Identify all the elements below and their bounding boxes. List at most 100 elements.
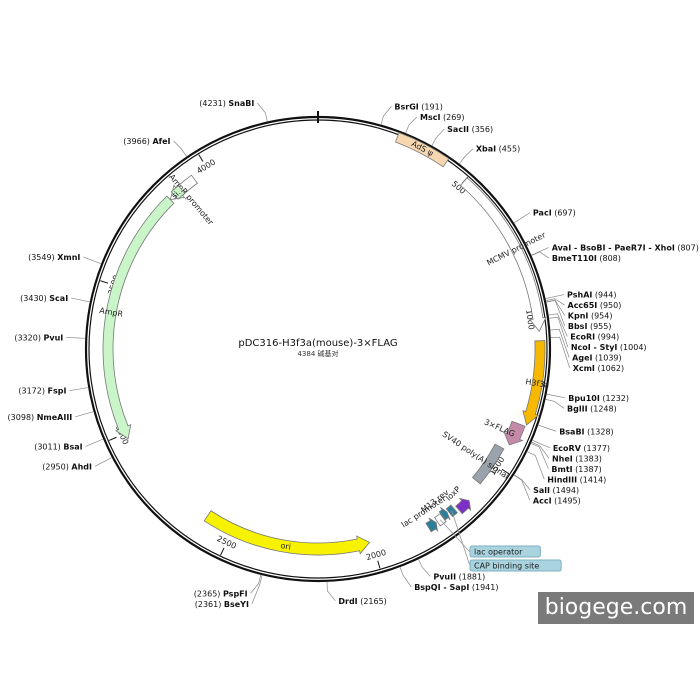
- site-label: (2950) AhdI: [42, 457, 112, 471]
- boxed-label-bg: [469, 545, 541, 558]
- site-name: EcoRV: [553, 444, 582, 453]
- restriction-sites: BsrGI (191)MscI (269) SacII (356) XbaI (45…: [8, 99, 699, 609]
- site-label: PshAI (944): [545, 291, 616, 300]
- boxed-label-lac_op: lac operator: [469, 545, 541, 558]
- site-leader: [75, 411, 94, 418]
- site-text: BmeT110I (808): [552, 254, 621, 263]
- site-text: NheI (1383): [552, 454, 602, 463]
- site-text: (3098) NmeAIII: [8, 413, 73, 422]
- tick-label: 4000: [195, 157, 217, 175]
- site-name: BmeT110I: [552, 254, 597, 263]
- site-leader: [326, 581, 336, 602]
- site-leader: [545, 298, 565, 306]
- site-text: EcoRV (1377): [553, 444, 610, 453]
- site-leader: [530, 443, 549, 469]
- site-text: BglII (1248): [567, 404, 617, 413]
- site-position: (3966): [123, 137, 152, 146]
- site-position: (994): [595, 333, 619, 342]
- site-label: Bpu10I (1232): [546, 393, 629, 403]
- tick-mark: [377, 560, 381, 569]
- site-text: BmtI (1387): [551, 465, 601, 474]
- site-name: Bpu10I: [568, 394, 600, 403]
- site-text: XbaI (455): [476, 145, 520, 154]
- site-label: BmeT110I (808): [531, 251, 621, 263]
- feature-label-flag: 3×FLAG: [483, 417, 516, 438]
- site-position: (954): [588, 312, 612, 321]
- site-label: BsrGI (191): [380, 102, 443, 125]
- site-name: Acc65I: [568, 301, 598, 310]
- site-name: AvaI - BsoBI - PaeR7I - XhoI: [552, 244, 675, 253]
- site-leader: [538, 424, 557, 432]
- site-leader: [531, 441, 550, 459]
- feature-label-ori: ori: [280, 541, 292, 552]
- site-position: (808): [597, 254, 621, 263]
- site-name: DrdI: [338, 597, 357, 606]
- site-label: BsaBI (1328): [538, 424, 614, 436]
- plasmid-backbone: [84, 111, 552, 583]
- site-leader: [66, 337, 86, 339]
- site-label: BspQI - SapI (1941): [399, 566, 498, 592]
- site-name: PshAI: [567, 291, 592, 300]
- site-label: DrdI (2165): [326, 581, 387, 606]
- site-text: (3549) XmnI: [28, 253, 80, 262]
- site-name: BsaI: [63, 442, 82, 451]
- site-position: (1387): [573, 465, 602, 474]
- site-text: SacII (356): [447, 125, 493, 134]
- site-position: (356): [469, 125, 493, 134]
- site-name: XmnI: [57, 253, 80, 262]
- site-position: (1377): [581, 444, 610, 453]
- site-leader: [550, 336, 571, 369]
- site-position: (2361): [195, 600, 224, 609]
- site-name: BsaBI: [559, 427, 584, 436]
- site-label: BglII (1248): [545, 399, 617, 413]
- site-text: PvuII (1881): [433, 572, 485, 581]
- site-label: AccI (1495): [513, 474, 581, 505]
- site-text: BsaBI (1328): [559, 427, 614, 436]
- site-position: (1941): [469, 583, 498, 592]
- site-text: (3011) BsaI: [34, 442, 82, 451]
- site-leader: [250, 574, 262, 594]
- boxed-label-text: CAP binding site: [474, 562, 539, 571]
- site-name: BspQI - SapI: [414, 583, 469, 592]
- site-position: (2950): [42, 462, 71, 471]
- site-name: NcoI - StyI: [571, 343, 618, 352]
- site-leader: [173, 140, 187, 157]
- site-text: BbsI (955): [568, 322, 612, 331]
- site-position: (1414): [577, 475, 606, 484]
- site-name: NmeAIII: [37, 413, 73, 422]
- site-name: BmtI: [551, 465, 572, 474]
- site-leader: [399, 566, 412, 588]
- site-position: (455): [496, 145, 520, 154]
- site-name: SnaBI: [228, 99, 254, 108]
- site-leader: [527, 451, 545, 480]
- site-label: (3966) AfeI: [123, 137, 187, 157]
- site-text: Acc65I (950): [568, 301, 622, 310]
- site-name: PvuI: [44, 333, 64, 342]
- site-name: XcmI: [573, 364, 595, 373]
- boxed-label-bg: [469, 559, 562, 572]
- feature-label-ampr: AmpR: [99, 306, 125, 319]
- site-text: (3320) PvuI: [14, 333, 63, 342]
- site-leader: [380, 106, 392, 125]
- tick-label: 2000: [365, 548, 387, 562]
- site-name: AgeI: [572, 354, 592, 363]
- site-position: (2365): [194, 589, 223, 598]
- boxed-label-leader: [451, 510, 471, 567]
- site-label: HindIII (1414): [527, 451, 606, 484]
- site-text: NcoI - StyI (1004): [571, 343, 647, 352]
- site-text: PacI (697): [533, 209, 576, 218]
- site-label: (2365) PspFI: [194, 574, 262, 598]
- site-position: (1383): [573, 454, 602, 463]
- boxed-label-cap: CAP binding site: [469, 559, 562, 572]
- site-label: NcoI - StyI (1004): [548, 316, 647, 352]
- feature-mchv: [459, 177, 547, 332]
- site-text: DrdI (2165): [338, 597, 386, 606]
- watermark: biogege.com: [538, 592, 694, 624]
- site-text: MscI (269): [420, 113, 465, 122]
- site-name: EcoRI: [570, 333, 595, 342]
- feature-ads: [394, 132, 450, 168]
- site-label: EcoRV (1377): [532, 439, 610, 453]
- site-name: PspFI: [223, 589, 248, 598]
- site-position: (944): [592, 291, 616, 300]
